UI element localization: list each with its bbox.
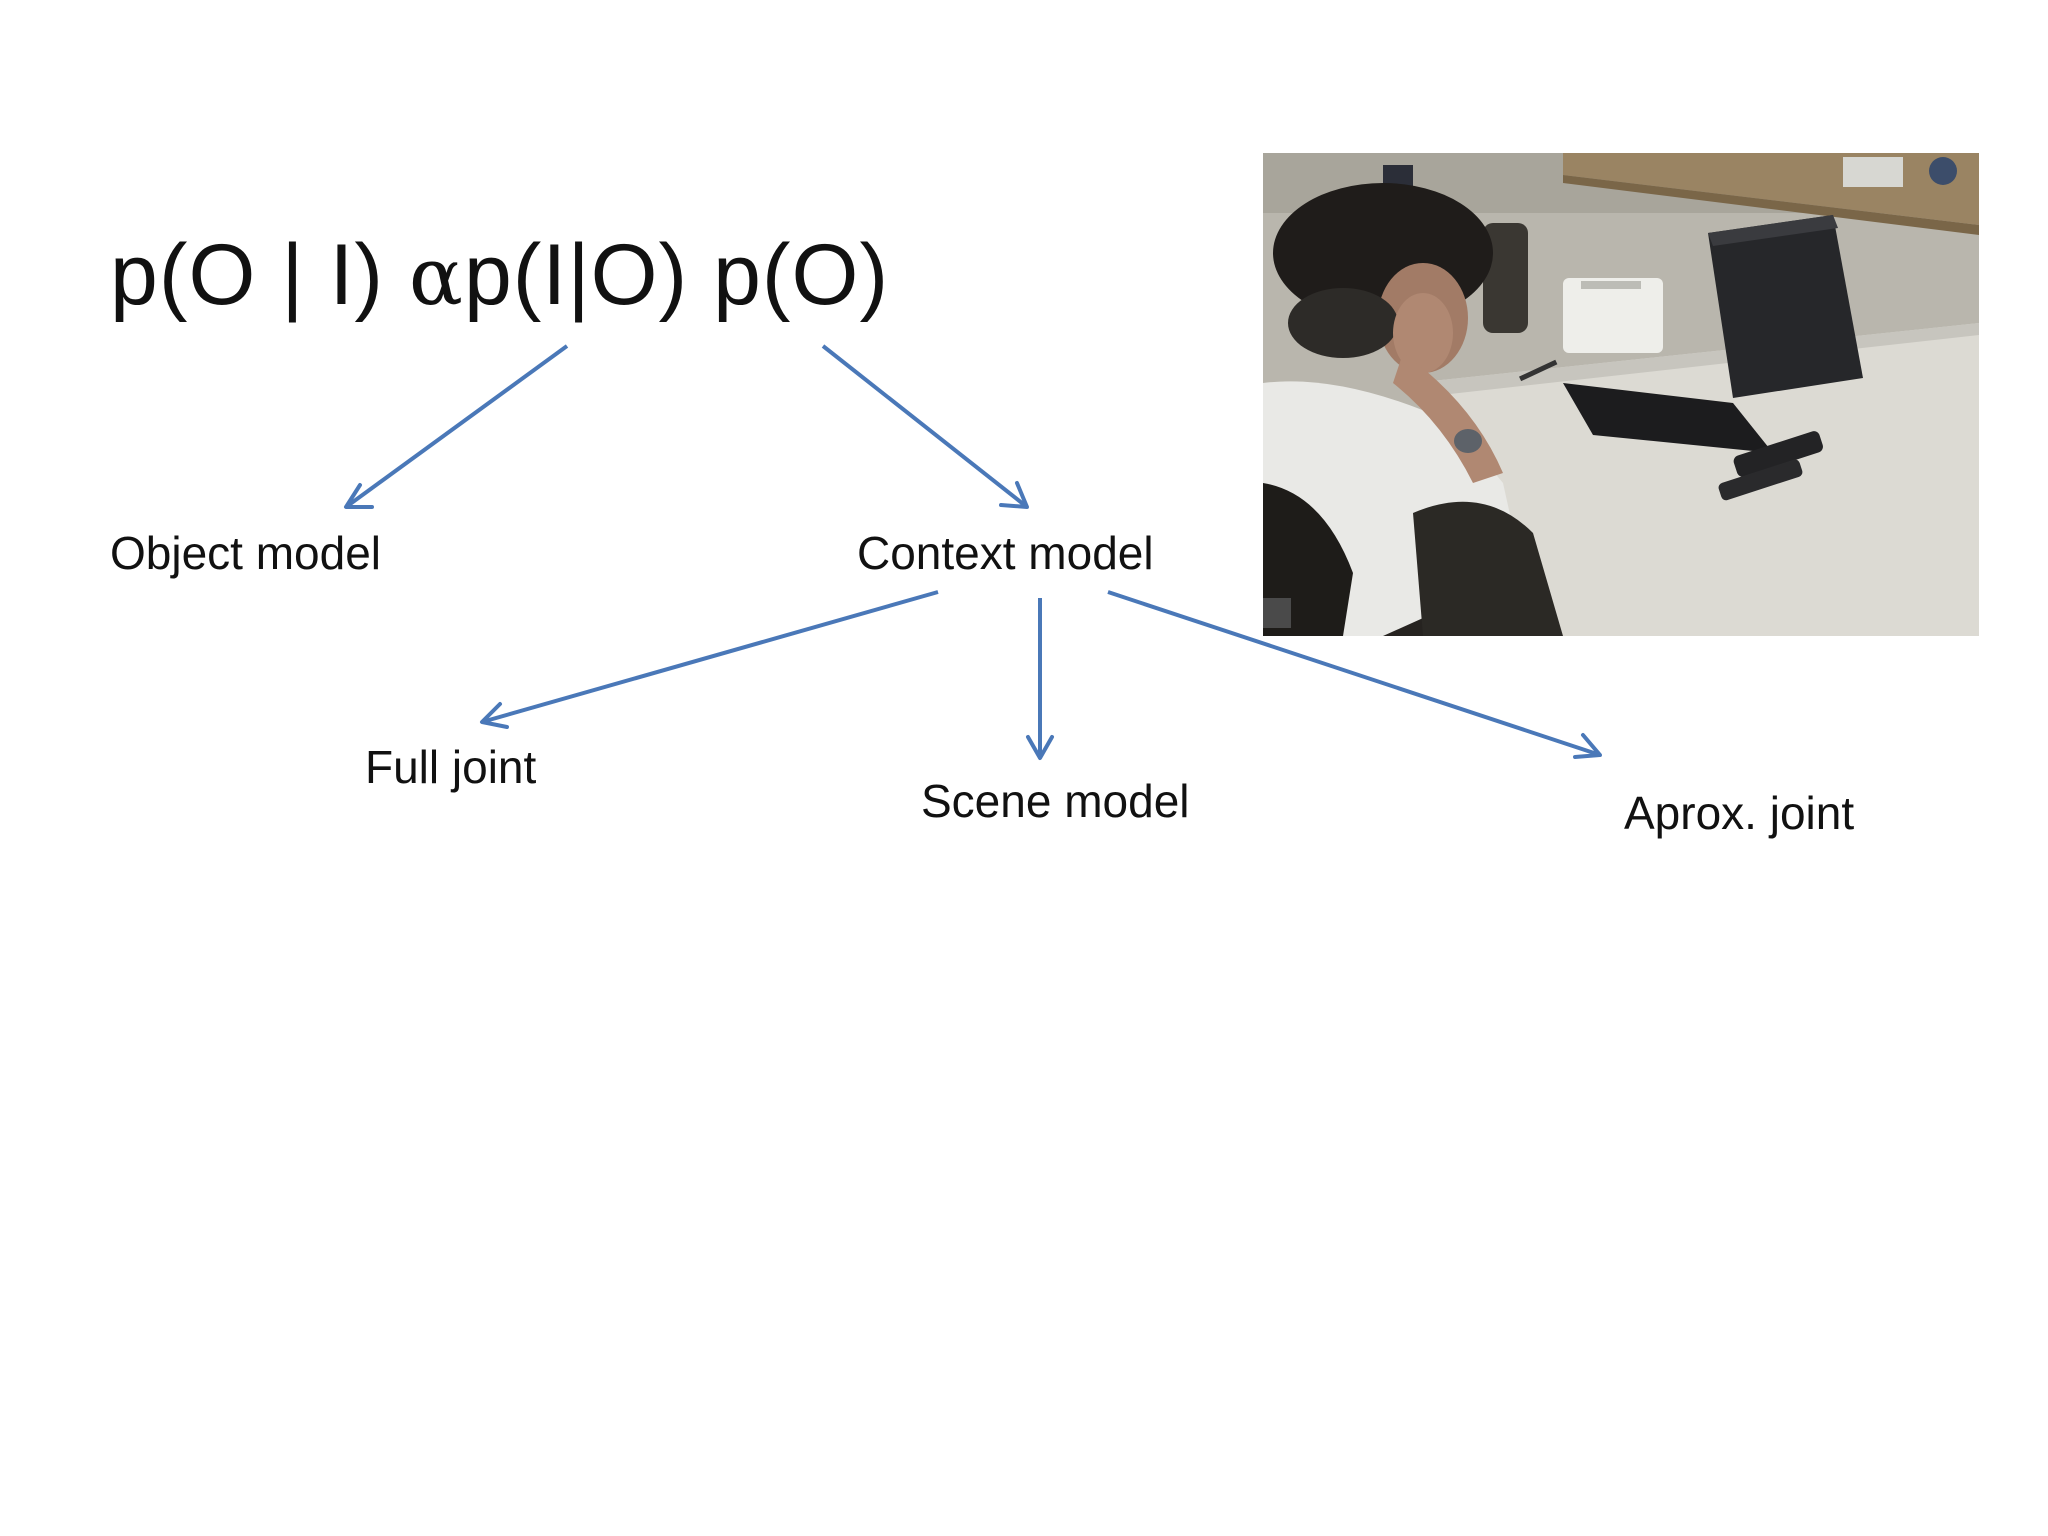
bayes-formula: p(O | I) αp(I|O) p(O) [110, 232, 889, 318]
person-on-phone-at-desk-photo [1263, 153, 1979, 636]
formula-alpha: α [408, 230, 464, 323]
arrow-formula-to-object-model [344, 344, 569, 509]
node-aprox-joint: Aprox. joint [1624, 787, 1855, 839]
photo-illustration [1263, 153, 1979, 636]
arrow-context-to-scene-model [1026, 598, 1054, 760]
arrow-context-to-full-joint [480, 590, 939, 729]
node-full-joint: Full joint [365, 741, 537, 793]
node-object-model: Object model [110, 527, 382, 579]
arrow-formula-to-context-model [821, 344, 1029, 509]
node-scene-model: Scene model [921, 775, 1190, 827]
formula-right: p(I|O) p(O) [463, 227, 890, 323]
formula-left: p(O | I) [110, 227, 409, 323]
node-context-model: Context model [857, 527, 1154, 579]
